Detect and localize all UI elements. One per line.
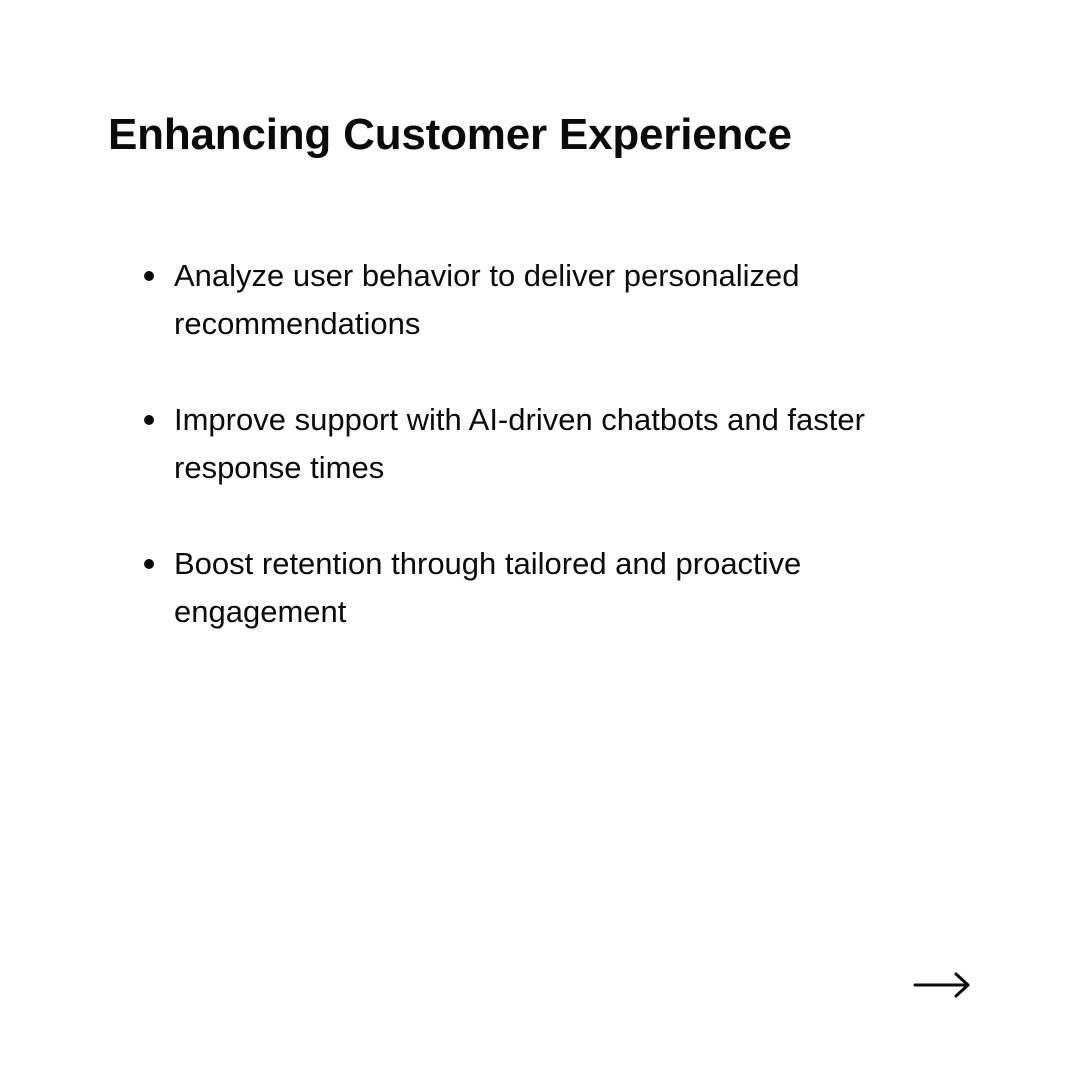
bullet-text: Boost retention through tailored and pro…: [174, 546, 802, 629]
bullet-text: Improve support with AI-driven chatbots …: [174, 402, 865, 485]
bullet-item: Analyze user behavior to deliver persona…: [144, 252, 874, 348]
bullet-item: Improve support with AI-driven chatbots …: [144, 396, 874, 492]
bullet-list: Analyze user behavior to deliver persona…: [144, 252, 874, 684]
bullet-dot-icon: [144, 559, 154, 569]
bullet-text: Analyze user behavior to deliver persona…: [174, 258, 800, 341]
bullet-item: Boost retention through tailored and pro…: [144, 540, 874, 636]
next-slide-button[interactable]: [912, 968, 972, 1002]
bullet-dot-icon: [144, 415, 154, 425]
bullet-dot-icon: [144, 271, 154, 281]
slide-title: Enhancing Customer Experience: [108, 110, 792, 159]
arrow-right-icon: [913, 972, 970, 998]
